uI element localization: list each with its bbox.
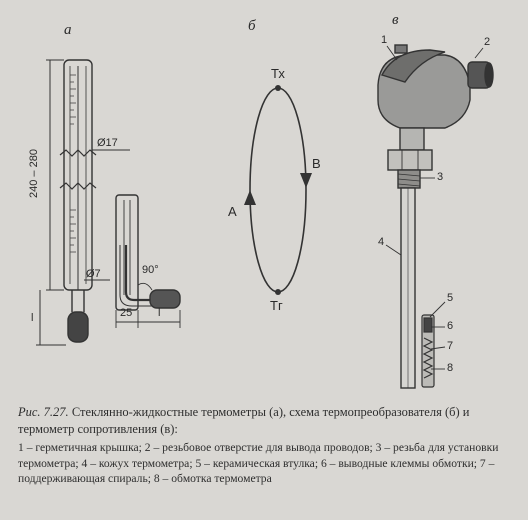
callout-4: 4	[378, 236, 385, 248]
dim-l-left-label: l	[31, 312, 34, 324]
dim-25-label: 25	[120, 307, 133, 319]
resistance-thermometer	[377, 44, 494, 389]
thermocouple-loop	[249, 87, 307, 293]
callout-3: 3	[437, 171, 444, 183]
sensor-detail	[421, 314, 435, 388]
glass-thermometer-angled	[115, 194, 181, 328]
cold-junction	[275, 289, 281, 295]
panel-label-v: в	[392, 12, 399, 28]
figure-drawing	[36, 44, 494, 389]
callout-5: 5	[447, 292, 454, 304]
label-tx: Тх	[271, 66, 285, 81]
angle-label: 90°	[142, 264, 159, 276]
label-tg: Тг	[270, 298, 283, 313]
diameter-top-label: Ø17	[97, 137, 118, 149]
dim-l-bottom-label: l	[158, 307, 161, 319]
callout-6: 6	[447, 320, 454, 332]
caption-legend: 1 – герметичная крышка; 2 – резьбовое от…	[18, 441, 499, 485]
panel-label-a: а	[64, 22, 72, 38]
callout-8: 8	[447, 362, 454, 374]
label-b: В	[312, 156, 321, 171]
label-a: А	[228, 204, 237, 219]
caption-prefix: Рис. 7.27.	[18, 405, 69, 419]
callout-leaders	[385, 45, 484, 370]
glass-thermometer-straight	[63, 59, 93, 343]
callout-1: 1	[381, 34, 388, 46]
arrow-down	[300, 173, 312, 188]
scale-ticks	[70, 74, 76, 253]
caption-title: Стеклянно-жидкостные термометры (а), схе…	[18, 405, 470, 436]
figure-caption: Рис. 7.27. Стеклянно-жидкостные термомет…	[18, 404, 512, 487]
figure: а б в 240 – 280 Ø17 Ø7 90° 25 l l Тх Тг …	[28, 12, 494, 389]
length-label: 240 – 280	[28, 149, 40, 198]
callout-7: 7	[447, 340, 454, 352]
length-dimension	[36, 59, 66, 346]
callout-2: 2	[484, 36, 491, 48]
panel-label-b: б	[248, 18, 256, 34]
arrow-up	[244, 190, 256, 205]
hot-junction	[275, 85, 281, 91]
caption-title-line: Рис. 7.27. Стеклянно-жидкостные термомет…	[18, 404, 512, 438]
diameter-bottom-label: Ø7	[86, 268, 101, 280]
